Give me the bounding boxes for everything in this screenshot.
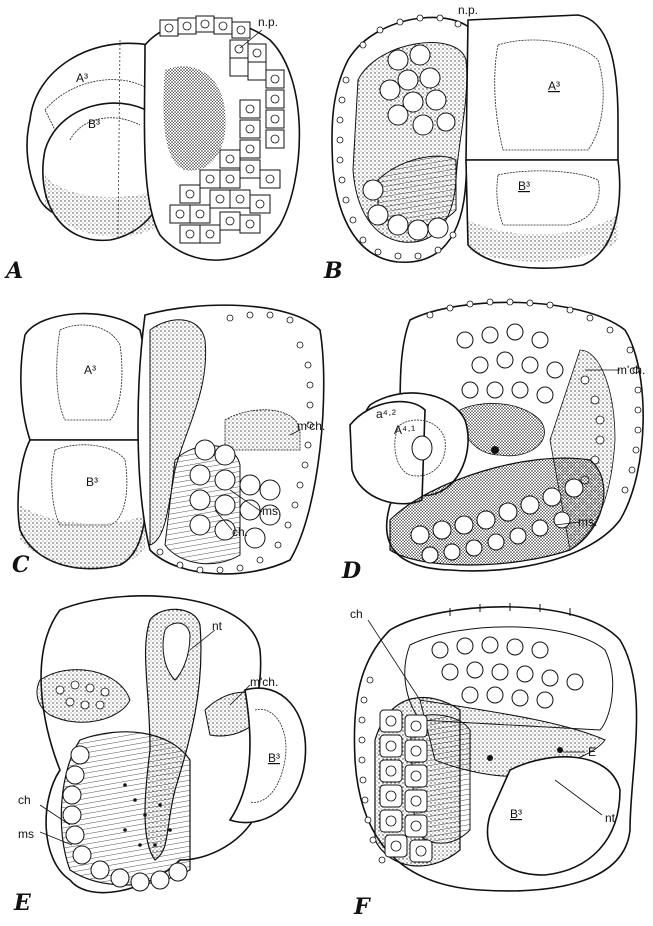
panel-c-letter: C	[12, 552, 30, 578]
panel-c-label-ms: ms.	[262, 504, 281, 518]
panel-f-label-ch: ch	[350, 607, 363, 621]
panel-f-label-e: E	[588, 745, 596, 759]
panel-d-label-a41: A⁴·¹	[394, 423, 415, 437]
panel-f-label-nt: nt	[605, 811, 616, 825]
panel-c-drawing: m'ch. ms. ch. A³ B³	[0, 290, 330, 590]
panel-a-label-np: n.p.	[258, 15, 278, 29]
panel-e-label-ch: ch	[18, 793, 31, 807]
panel-a-letter: A	[6, 258, 23, 284]
panel-d-letter: D	[342, 558, 361, 584]
panel-e: nt m'ch. ch ms B³ E	[0, 590, 330, 926]
panel-b: n.p. A³ B³ B	[318, 0, 653, 290]
panel-f-letter: F	[354, 894, 370, 920]
panel-d-label-mch: m'ch.	[617, 363, 645, 377]
panel-b-letter: B	[324, 258, 343, 284]
panel-a: n.p. A³ B³ A	[0, 0, 318, 290]
panel-b-label-np: n.p.	[458, 3, 478, 17]
panel-a-label-a3: A³	[76, 71, 88, 85]
panel-a-label-b3: B³	[88, 117, 100, 131]
panel-c-label-mch: m'ch.	[297, 419, 325, 433]
panel-d-label-a42: a⁴·²	[376, 407, 396, 421]
panel-c-label-b3: B³	[86, 475, 98, 489]
panel-b-label-a3: A³	[548, 79, 560, 93]
panel-b-label-b3: B³	[518, 179, 530, 193]
panel-f: ch E B³ nt F	[330, 590, 653, 926]
panel-d-drawing: m'ch. ms. a⁴·² A⁴·¹	[330, 290, 653, 590]
panel-f-label-b3: B³	[510, 807, 522, 821]
panel-e-label-mch: m'ch.	[250, 675, 278, 689]
panel-e-letter: E	[14, 890, 31, 916]
panel-a-drawing: n.p. A³ B³	[0, 0, 318, 290]
panel-e-drawing: nt m'ch. ch ms B³	[0, 590, 330, 926]
panel-c-label-ch: ch.	[232, 525, 248, 539]
panel-e-label-nt: nt	[212, 619, 223, 633]
panel-e-label-ms: ms	[18, 827, 34, 841]
panel-b-drawing: n.p. A³ B³	[318, 0, 653, 290]
panel-d: m'ch. ms. a⁴·² A⁴·¹ D	[330, 290, 653, 590]
panel-c: m'ch. ms. ch. A³ B³ C	[0, 290, 330, 590]
panel-f-drawing: ch E B³ nt	[330, 590, 653, 926]
panel-d-label-ms: ms.	[578, 515, 597, 529]
panel-c-label-a3: A³	[84, 363, 96, 377]
panel-e-label-b3: B³	[268, 751, 280, 765]
